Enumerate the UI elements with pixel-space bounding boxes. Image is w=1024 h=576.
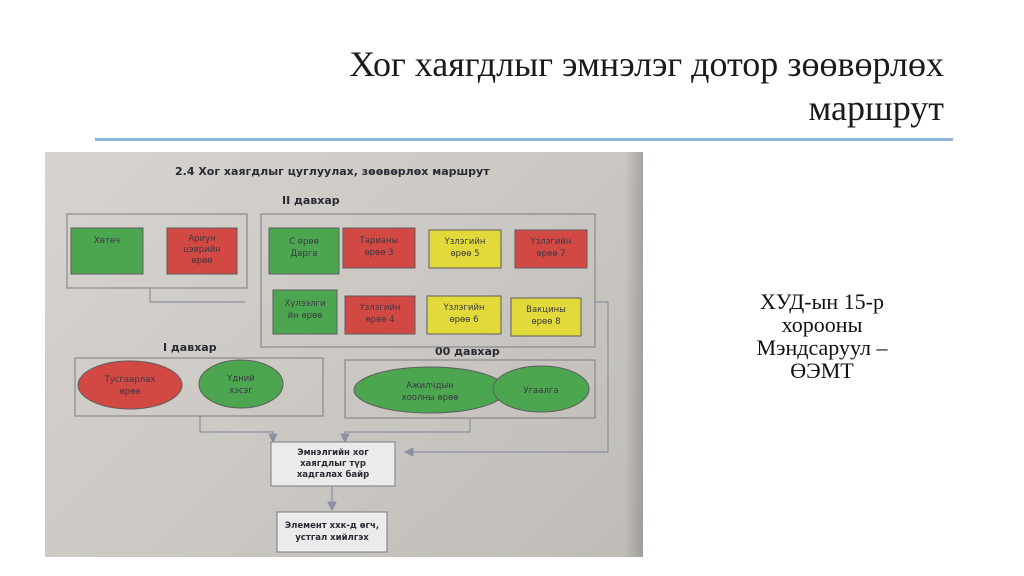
disposal-line-1: Элемент ххк-д өгч, [285, 521, 379, 531]
group-frame-second-left [66, 213, 248, 289]
flow-line-second-left [149, 288, 245, 303]
room-ugaalga [492, 365, 590, 413]
temp-storage-line-2: хаягдлыг түр [300, 459, 366, 469]
room-uzleg6 [426, 295, 502, 335]
room-uzleg4-label-1: Үзлэгийн [359, 303, 401, 313]
disposal-box [276, 511, 388, 553]
room-ariun-label-1: Ариун [188, 234, 215, 244]
room-ariun [166, 227, 238, 275]
room-dargiin-label-2: Дарга [291, 249, 318, 259]
room-vaktsin8-label-1: Вакцины [526, 305, 566, 315]
title-divider [95, 138, 953, 141]
room-tusgaarlah-label-1: Тусгаарлах [104, 375, 156, 385]
floor-label-first: I давхар [163, 341, 217, 354]
room-uzleg7-label-2: өрөө 7 [536, 249, 565, 259]
temp-storage-line-1: Эмнэлгийн хог [297, 448, 369, 458]
room-huleelgiin [272, 289, 338, 335]
room-hetech-label: Хөтөч [94, 236, 120, 246]
room-ugaalga-label: Угаалга [523, 386, 558, 396]
diagram-title: 2.4 Хог хаягдлыг цуглуулах, зөөвөрлөх ма… [175, 165, 490, 178]
room-tusgaarlah-label-2: өрөө [120, 387, 141, 397]
room-udnii-label-2: хэсэг [229, 386, 253, 396]
author-line-4: ӨЭМТ [790, 358, 854, 383]
room-ajilchdiin-label-1: Ажилчдын [406, 381, 454, 391]
author-line-1: ХУД-ын 15-р [760, 289, 884, 314]
room-uzleg5-label-1: Үзлэгийн [444, 237, 486, 247]
room-uzleg7 [514, 229, 588, 269]
room-uzleg6-label-2: өрөө 6 [449, 315, 478, 325]
room-huleelgiin-label-1: Хүлээлги [284, 299, 325, 309]
room-ariun-label-3: өрөө [192, 256, 213, 266]
room-udnii [198, 359, 284, 409]
room-uzleg5 [428, 229, 502, 269]
photo-shadow-edge [625, 152, 643, 557]
author-line-2: хорооны [781, 312, 863, 337]
room-tariany [342, 227, 416, 269]
group-frame-first [74, 357, 324, 417]
room-uzleg4 [344, 295, 416, 335]
room-ajilchdiin-label-2: хоолны өрөө [402, 393, 459, 403]
room-tusgaarlah [77, 360, 183, 410]
waste-route-diagram: 2.4 Хог хаягдлыг цуглуулах, зөөвөрлөх ма… [66, 165, 609, 553]
temp-storage-box [270, 441, 396, 487]
room-udnii-label-1: Үдний [226, 374, 255, 384]
temp-storage-line-3: хадгалах байр [297, 469, 369, 480]
room-dargiin-label-1: С өрөө [289, 237, 319, 247]
disposal-line-2: устгал хийлгэх [295, 533, 369, 543]
floor-label-second: II давхар [282, 194, 340, 207]
slide-title: Хог хаягдлыг эмнэлэг дотор зөөвөрлөх мар… [184, 42, 944, 130]
author-line-3: Мэндсаруул – [756, 335, 888, 360]
room-uzleg6-label-1: Үзлэгийн [443, 303, 485, 313]
room-huleelgiin-label-2: йн өрөө [288, 311, 323, 321]
group-frame-second-right [260, 213, 596, 348]
room-ariun-label-2: цэврийн [183, 245, 220, 255]
flow-arrow-basement [340, 418, 471, 444]
author-block: ХУД-ын 15-р хорооны Мэндсаруул – ӨЭМТ [722, 290, 922, 382]
flow-arrow-first-floor [199, 416, 278, 444]
photo-background [45, 152, 643, 557]
room-uzleg5-label-2: өрөө 5 [450, 249, 479, 259]
diagram-photo: 2.4 Хог хаягдлыг цуглуулах, зөөвөрлөх ма… [45, 152, 643, 557]
room-hetech [70, 227, 144, 275]
room-vaktsin8 [510, 297, 582, 337]
room-uzleg7-label-1: Үзлэгийн [530, 237, 572, 247]
room-tariany-label-1: Тарианы [359, 236, 399, 246]
room-uzleg4-label-2: өрөө 4 [365, 315, 394, 325]
room-tariany-label-2: өрөө 3 [364, 248, 393, 258]
room-dargiin [268, 227, 340, 275]
slide-title-line-2: маршрут [808, 88, 945, 128]
room-vaktsin8-label-2: өрөө 8 [531, 317, 560, 327]
slide-title-line-1: Хог хаягдлыг эмнэлэг дотор зөөвөрлөх [349, 44, 944, 84]
floor-label-basement: 00 давхар [435, 345, 500, 358]
